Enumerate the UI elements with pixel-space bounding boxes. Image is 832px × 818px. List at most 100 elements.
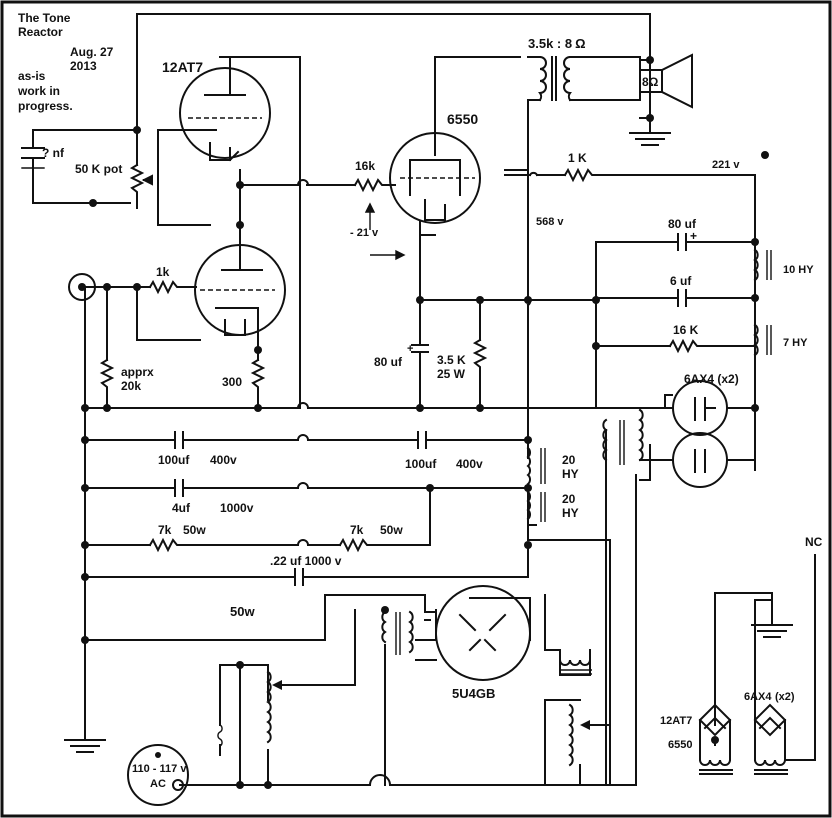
label-mains-1: 110 - 117 v [132, 763, 187, 775]
resistor-7k-right [338, 537, 371, 553]
label-cap-100uf-right-v: 400v [456, 457, 483, 471]
resistor-16k-grid [353, 177, 386, 193]
plus-sign-top: + [690, 229, 697, 243]
resistor-input-1k [148, 279, 181, 295]
label-cap-100uf-left-v: 400v [210, 453, 237, 467]
resistor-16k-filter [668, 338, 701, 354]
label-cap-input: ? nf [42, 146, 65, 160]
label-r-300: 300 [222, 375, 242, 389]
variac-left [266, 670, 356, 744]
label-cap-6uf: 6 uf [670, 274, 692, 288]
label-heater-12at7: 12AT7 [660, 715, 692, 727]
label-r-cathode-1: 3.5 K [437, 353, 466, 367]
label-cap-22uf: .22 uf 1000 v [270, 554, 342, 568]
fuse-icon [217, 724, 223, 747]
rectifier-transformer [602, 408, 644, 465]
mains-plug-icon [127, 744, 189, 806]
resistor-7k-left [148, 537, 181, 553]
date-line-2: 2013 [70, 59, 97, 73]
label-r-apprx-2: 20k [121, 379, 141, 393]
label-bias-voltage: - 21 v [350, 227, 379, 239]
label-r-7k-right-w: 50w [380, 523, 403, 537]
plus-sign-cathode: + [407, 343, 413, 355]
label-cap-100uf-right: 100uf [405, 457, 437, 471]
tube-12at7-lower [194, 244, 286, 336]
tube-5u4gb [435, 585, 531, 681]
label-choke-20hy-1a: 20 [562, 453, 576, 467]
resistor-300 [250, 349, 266, 396]
heater-filament-6ax4 [753, 703, 793, 775]
label-r-7k-right: 7k [350, 523, 364, 537]
label-cap-4uf: 4uf [172, 501, 191, 515]
tube-12at7-upper [179, 56, 271, 162]
wiring [32, 13, 816, 786]
label-choke-7hy: 7 HY [783, 337, 808, 349]
capacitor-22uf [294, 568, 311, 586]
label-choke-20hy-2a: 20 [562, 492, 576, 506]
label-speaker: 8Ω [642, 75, 659, 89]
label-r-1k-input: 1k [156, 265, 170, 279]
choke-10hy [753, 248, 772, 282]
choke-20hy-upper [526, 446, 546, 486]
bias-arrows [364, 202, 406, 261]
label-voltage-221: 221 v [712, 159, 740, 171]
label-r-7k-left: 7k [158, 523, 172, 537]
resistor-cathode-3-5k [472, 338, 488, 376]
label-r-16k-filter: 16 K [673, 323, 699, 337]
label-50w: 50w [230, 604, 255, 619]
resistor-apprx-20k [99, 358, 115, 396]
label-12at7: 12AT7 [162, 59, 203, 75]
speaker-icon [639, 53, 693, 109]
tube-6ax4-upper [672, 380, 728, 436]
label-cap-100uf-left: 100uf [158, 453, 190, 467]
label-6550: 6550 [447, 111, 478, 127]
label-rectifier-6ax4: 6AX4 (x2) [684, 372, 739, 386]
label-cap-80uf-top: 80 uf [668, 217, 697, 231]
title-line-1: The Tone [18, 11, 71, 25]
label-r-1k-screen: 1 K [568, 151, 587, 165]
label-pot-50k: 50 K pot [75, 162, 122, 176]
title-line-2: Reactor [18, 25, 63, 39]
heater-filament-12at7-6550 [698, 703, 733, 775]
variac-right [568, 703, 611, 767]
capacitor-6uf [677, 289, 693, 307]
note-line-1: as-is [18, 69, 46, 83]
capacitor-4uf [174, 479, 189, 497]
label-heater-6550: 6550 [668, 739, 692, 751]
label-mains-2: AC [150, 778, 166, 790]
note-line-3: progress. [18, 99, 73, 113]
power-transformer [381, 610, 414, 655]
label-r-16k-grid: 16k [355, 159, 375, 173]
capacitor-80uf-top [677, 233, 693, 251]
label-r-apprx-1: apprx [121, 365, 154, 379]
heater-winding-5u4gb [558, 658, 592, 675]
tube-6550 [389, 132, 481, 256]
wire-crossings [296, 171, 539, 787]
label-r-7k-left-w: 50w [183, 523, 206, 537]
ground-symbol-heater [751, 599, 793, 638]
label-heater-6ax4: 6AX4 [744, 691, 772, 703]
ground-symbol-speaker [629, 132, 671, 146]
label-heater-6ax4-count: (x2) [775, 691, 795, 703]
note-line-2: work in [17, 84, 60, 98]
label-voltage-568: 568 v [536, 216, 564, 228]
capacitor-100uf-right [417, 431, 433, 449]
label-r-cathode-2: 25 W [437, 367, 466, 381]
label-choke-10hy: 10 HY [783, 264, 814, 276]
capacitor-input [21, 147, 45, 176]
output-transformer [538, 55, 641, 102]
junction-dots [81, 56, 769, 789]
ground-symbol-main [64, 739, 106, 753]
label-cap-80uf-cathode: 80 uf [374, 355, 403, 369]
choke-7hy [753, 323, 772, 357]
date-line-1: Aug. 27 [70, 45, 114, 59]
tube-6ax4-lower [672, 432, 728, 488]
label-choke-20hy-2b: HY [562, 506, 579, 520]
input-jack-icon [68, 273, 96, 301]
choke-20hy-lower [526, 490, 546, 522]
label-nc: NC [805, 535, 823, 549]
label-rectifier-5u4gb: 5U4GB [452, 686, 495, 701]
